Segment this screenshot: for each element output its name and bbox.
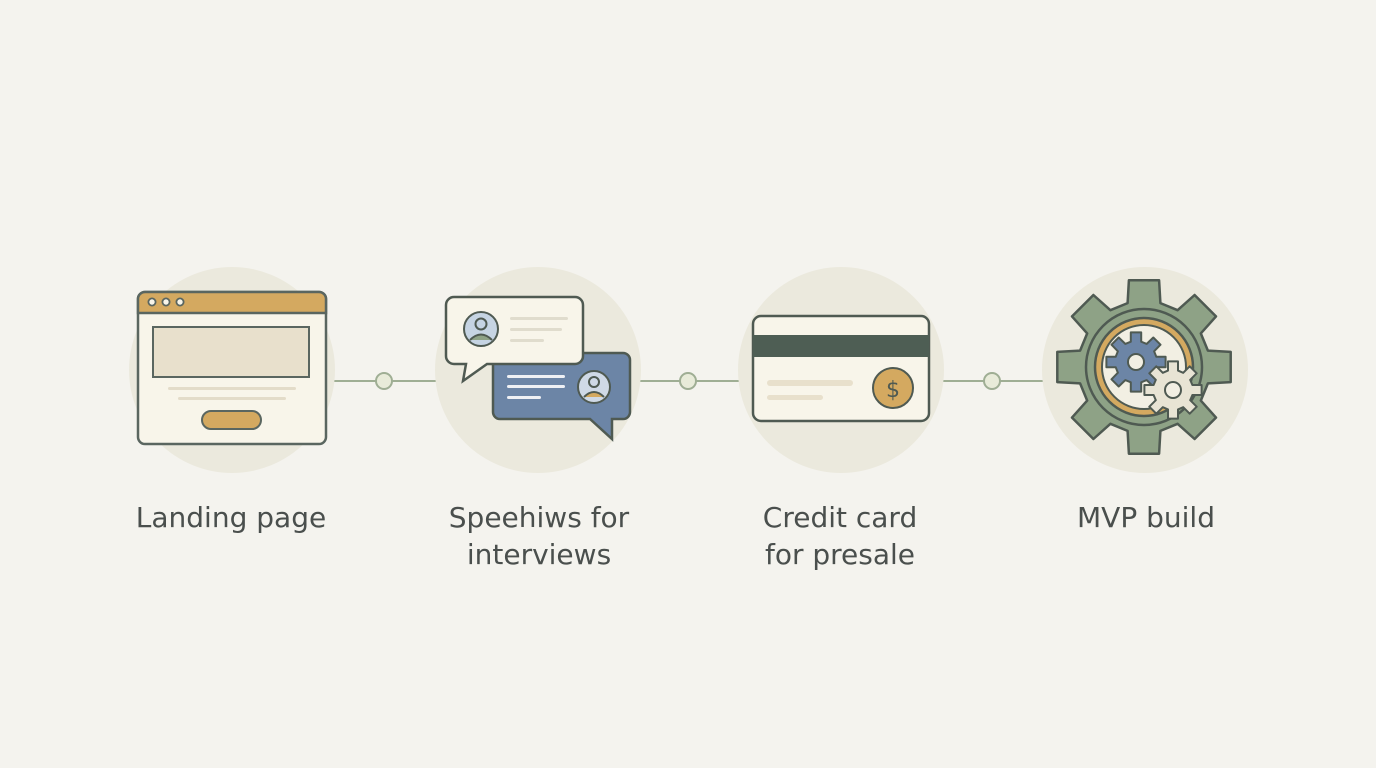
step-2-label: Speehiws for interviews xyxy=(448,501,630,571)
gears-icon xyxy=(1056,279,1232,455)
step-4-label: MVP build xyxy=(1077,501,1215,534)
step-1-label: Landing page xyxy=(135,501,327,534)
chat-bubbles-icon xyxy=(444,295,632,442)
dollar-symbol: $ xyxy=(886,378,900,403)
connector-node-1 xyxy=(375,372,393,390)
connector-node-2 xyxy=(679,372,697,390)
step-3-label: Credit card for presale xyxy=(762,501,918,571)
credit-card-icon: $ xyxy=(751,314,931,423)
browser-window-icon xyxy=(136,290,328,446)
connector-node-3 xyxy=(983,372,1001,390)
